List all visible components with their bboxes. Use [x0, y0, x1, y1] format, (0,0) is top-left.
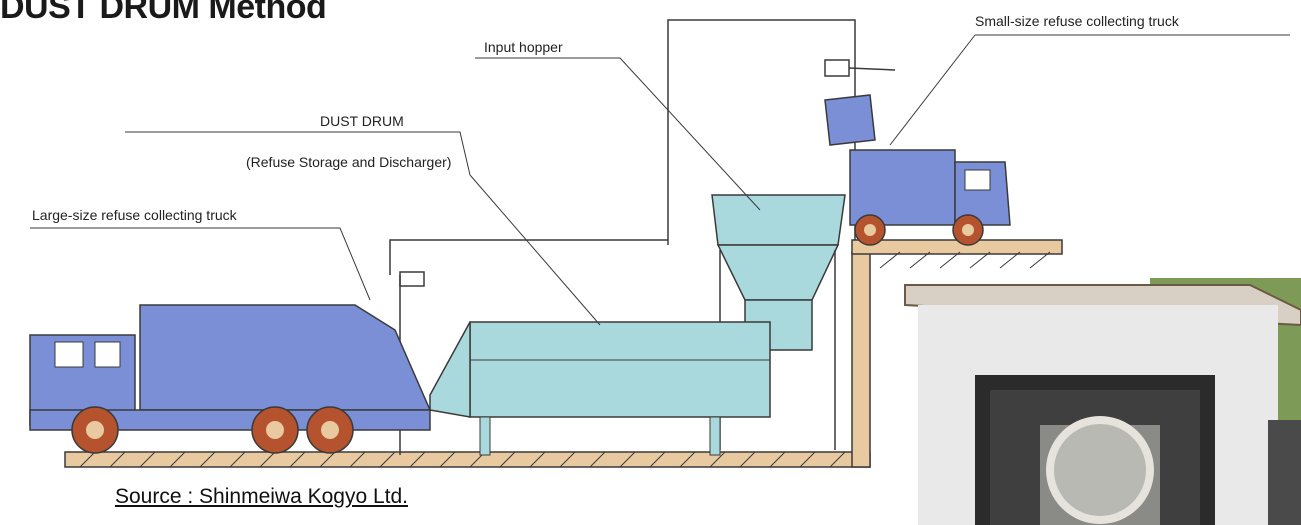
input-hopper — [711, 194, 846, 450]
large-truck-label: Large-size refuse collecting truck — [32, 207, 237, 223]
ground-slab — [64, 239, 1063, 468]
source-credit: Source : Shinmeiwa Kogyo Ltd. — [115, 485, 408, 508]
label-leaders — [30, 34, 1290, 326]
small-truck — [824, 94, 1011, 246]
building-photo — [904, 278, 1301, 525]
large-truck — [29, 304, 432, 454]
small-truck-label: Small-size refuse collecting truck — [975, 13, 1179, 29]
input-hopper-label: Input hopper — [484, 39, 563, 55]
diagram-title: DUST DRUM Method — [0, 0, 327, 26]
dust-drum-label: DUST DRUM — [320, 113, 404, 129]
dust-drum-sublabel: (Refuse Storage and Discharger) — [246, 154, 452, 170]
dust-drum — [429, 321, 771, 456]
